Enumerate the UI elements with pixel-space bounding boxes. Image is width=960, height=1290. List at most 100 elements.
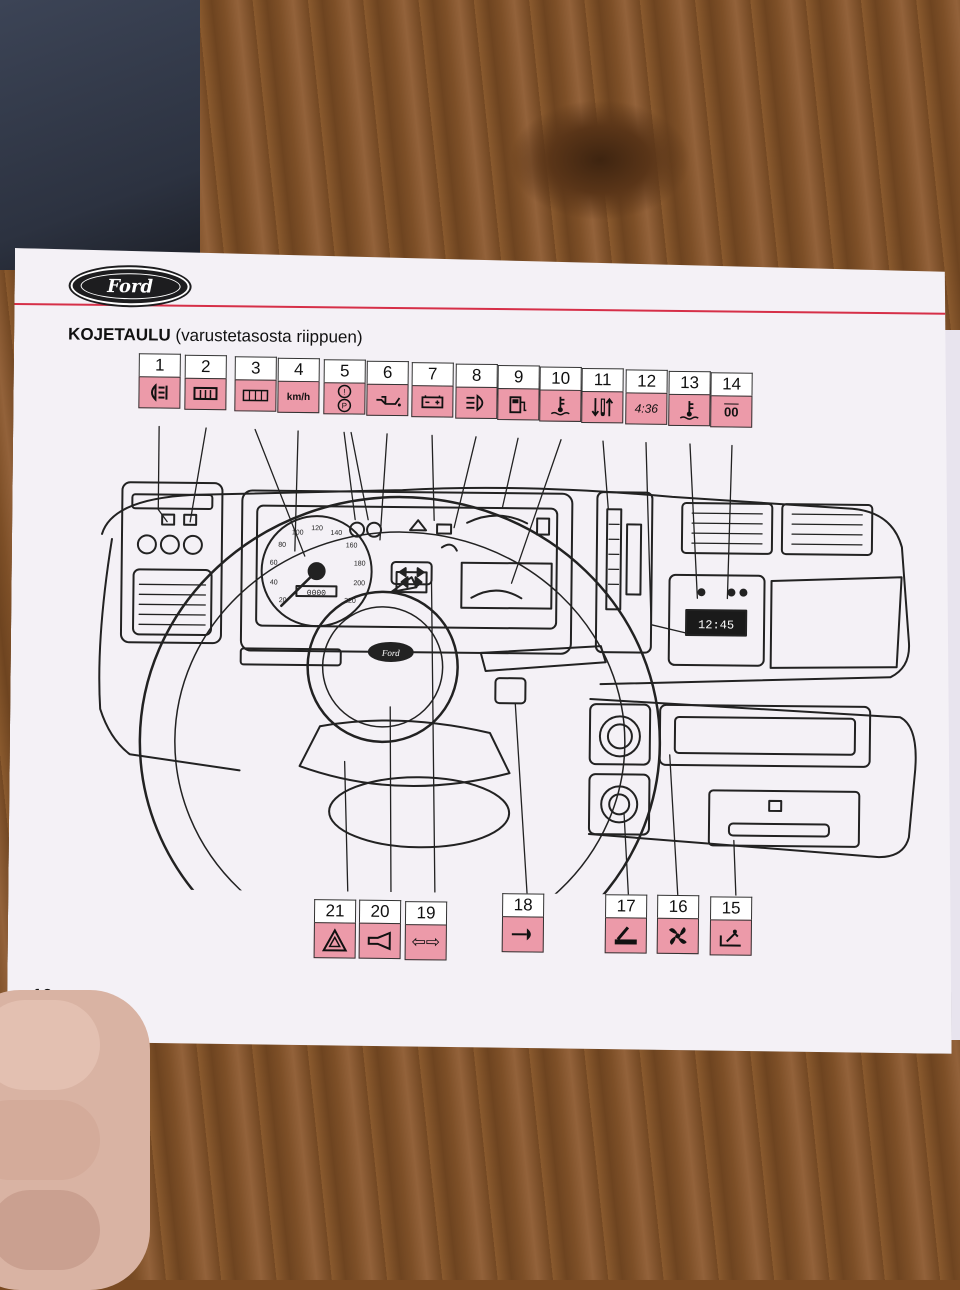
speedo-tick-label: 140 bbox=[330, 530, 342, 537]
label-11: 11 bbox=[581, 368, 624, 423]
header-rule bbox=[14, 303, 959, 315]
dashboard-diagram: 12:45 Ford 0000 204060801001201401601802… bbox=[68, 409, 933, 898]
leader-20 bbox=[387, 707, 396, 898]
coolant-temperature-icon bbox=[539, 390, 581, 422]
leader-18 bbox=[512, 703, 541, 897]
leader-2 bbox=[190, 428, 206, 522]
cigar-lighter-icon bbox=[605, 917, 647, 953]
light-stalk bbox=[241, 648, 341, 665]
label-18: 18 bbox=[502, 893, 545, 952]
speedo-tick-label: 200 bbox=[353, 580, 365, 587]
battery-charge-icon bbox=[411, 385, 453, 417]
brake-warning-icon: !P bbox=[323, 382, 365, 414]
leader-14 bbox=[727, 445, 732, 598]
switch-2 bbox=[184, 515, 196, 525]
manual-page: Ford KOJETAULU (varustetasosta riippuen)… bbox=[7, 248, 960, 1054]
hazard-warning-icon bbox=[314, 922, 356, 958]
turn-signal-icon: ⇦⇨ bbox=[405, 924, 447, 960]
left-air-vent bbox=[133, 569, 212, 635]
speedo-tick-label: 120 bbox=[311, 525, 323, 532]
finger bbox=[0, 1190, 100, 1270]
indicator-arrows-display bbox=[396, 572, 426, 592]
glove-box-icon bbox=[710, 919, 752, 955]
speedometer-icon: km/h bbox=[277, 381, 319, 413]
left-switch-panel bbox=[121, 482, 223, 643]
leader-17 bbox=[622, 814, 639, 897]
label-15: 15 bbox=[710, 896, 753, 955]
label-16: 16 bbox=[657, 895, 700, 954]
right-shelf bbox=[771, 576, 902, 669]
storage-tray bbox=[709, 790, 860, 847]
speedo-tick-label: 100 bbox=[292, 529, 304, 536]
steering-ford-logo bbox=[369, 643, 413, 661]
temperature-control-icon bbox=[581, 391, 623, 423]
label-19: 19 ⇦⇨ bbox=[405, 901, 448, 960]
leader-10 bbox=[512, 439, 562, 583]
choke-knob-housing bbox=[495, 678, 525, 703]
oil-pressure-icon bbox=[366, 384, 408, 416]
label-21: 21 bbox=[314, 899, 357, 958]
fan-switch-knob bbox=[600, 716, 640, 756]
label-4: 4 km/h bbox=[277, 358, 320, 413]
leader-6 bbox=[380, 434, 387, 540]
radio-slot bbox=[660, 705, 871, 767]
switch-1 bbox=[162, 515, 174, 525]
label-20: 20 bbox=[359, 900, 402, 959]
leader-5 bbox=[343, 432, 369, 519]
leader-1 bbox=[158, 427, 168, 522]
heater-control-strip bbox=[596, 492, 653, 653]
label-5: 5 !P bbox=[323, 359, 366, 414]
choke-icon bbox=[502, 916, 544, 952]
leader-16 bbox=[667, 755, 690, 898]
svg-text:!: ! bbox=[343, 387, 345, 396]
label-17: 17 bbox=[605, 894, 648, 953]
leader-7 bbox=[431, 435, 435, 520]
dark-object bbox=[0, 0, 200, 270]
svg-text:P: P bbox=[342, 401, 347, 410]
label-7: 7 bbox=[411, 362, 454, 417]
speedo-tick-label: 20 bbox=[279, 597, 287, 604]
ford-logo: Ford bbox=[70, 267, 189, 306]
steering-logo-text: Ford bbox=[381, 648, 400, 658]
center-vent-right bbox=[782, 504, 873, 555]
battery-light bbox=[437, 524, 451, 533]
clock-display bbox=[686, 610, 746, 636]
leader-11 bbox=[602, 441, 609, 509]
coolant-temperature-icon bbox=[668, 394, 710, 426]
finger bbox=[0, 1000, 100, 1090]
headlight-icon bbox=[455, 387, 497, 419]
steering-hub bbox=[307, 591, 459, 743]
leader-13 bbox=[688, 444, 699, 598]
console-contour bbox=[589, 699, 917, 857]
wiper-stalk bbox=[481, 645, 606, 672]
leader-9 bbox=[502, 438, 518, 508]
fuel-pump-icon-dash bbox=[537, 518, 549, 534]
fan-switch-panel bbox=[590, 704, 651, 765]
fuel-gauge-icon bbox=[497, 388, 539, 420]
cigar-lighter-panel bbox=[589, 774, 650, 835]
steering-bottom-opening bbox=[329, 776, 510, 848]
clock-unit bbox=[669, 575, 765, 666]
odometer-icon bbox=[234, 379, 276, 411]
seatbelt-light bbox=[410, 520, 426, 530]
speedo-tick-label: 180 bbox=[354, 560, 366, 567]
warning-light-5a bbox=[350, 523, 364, 537]
label-3: 3 bbox=[234, 356, 277, 411]
label-2: 2 bbox=[184, 355, 227, 410]
leader-8 bbox=[454, 437, 476, 528]
rear-window-heater-icon bbox=[184, 378, 226, 410]
leader-15 bbox=[732, 841, 744, 898]
temp-gauge bbox=[461, 563, 551, 609]
label-13: 13 bbox=[668, 371, 711, 426]
label-1: 1 bbox=[138, 353, 181, 408]
speedo-tick-label: 220 bbox=[344, 598, 356, 605]
label-9: 9 bbox=[497, 365, 540, 420]
warning-light-5b bbox=[367, 523, 381, 537]
odometer-readout: 0000 bbox=[307, 589, 326, 598]
steering-lower-spoke bbox=[299, 720, 510, 787]
horn-icon bbox=[359, 923, 401, 959]
speedo-tick-label: 160 bbox=[346, 542, 358, 549]
speedo-tick-label: 80 bbox=[278, 542, 286, 549]
headlight-light bbox=[442, 545, 457, 551]
